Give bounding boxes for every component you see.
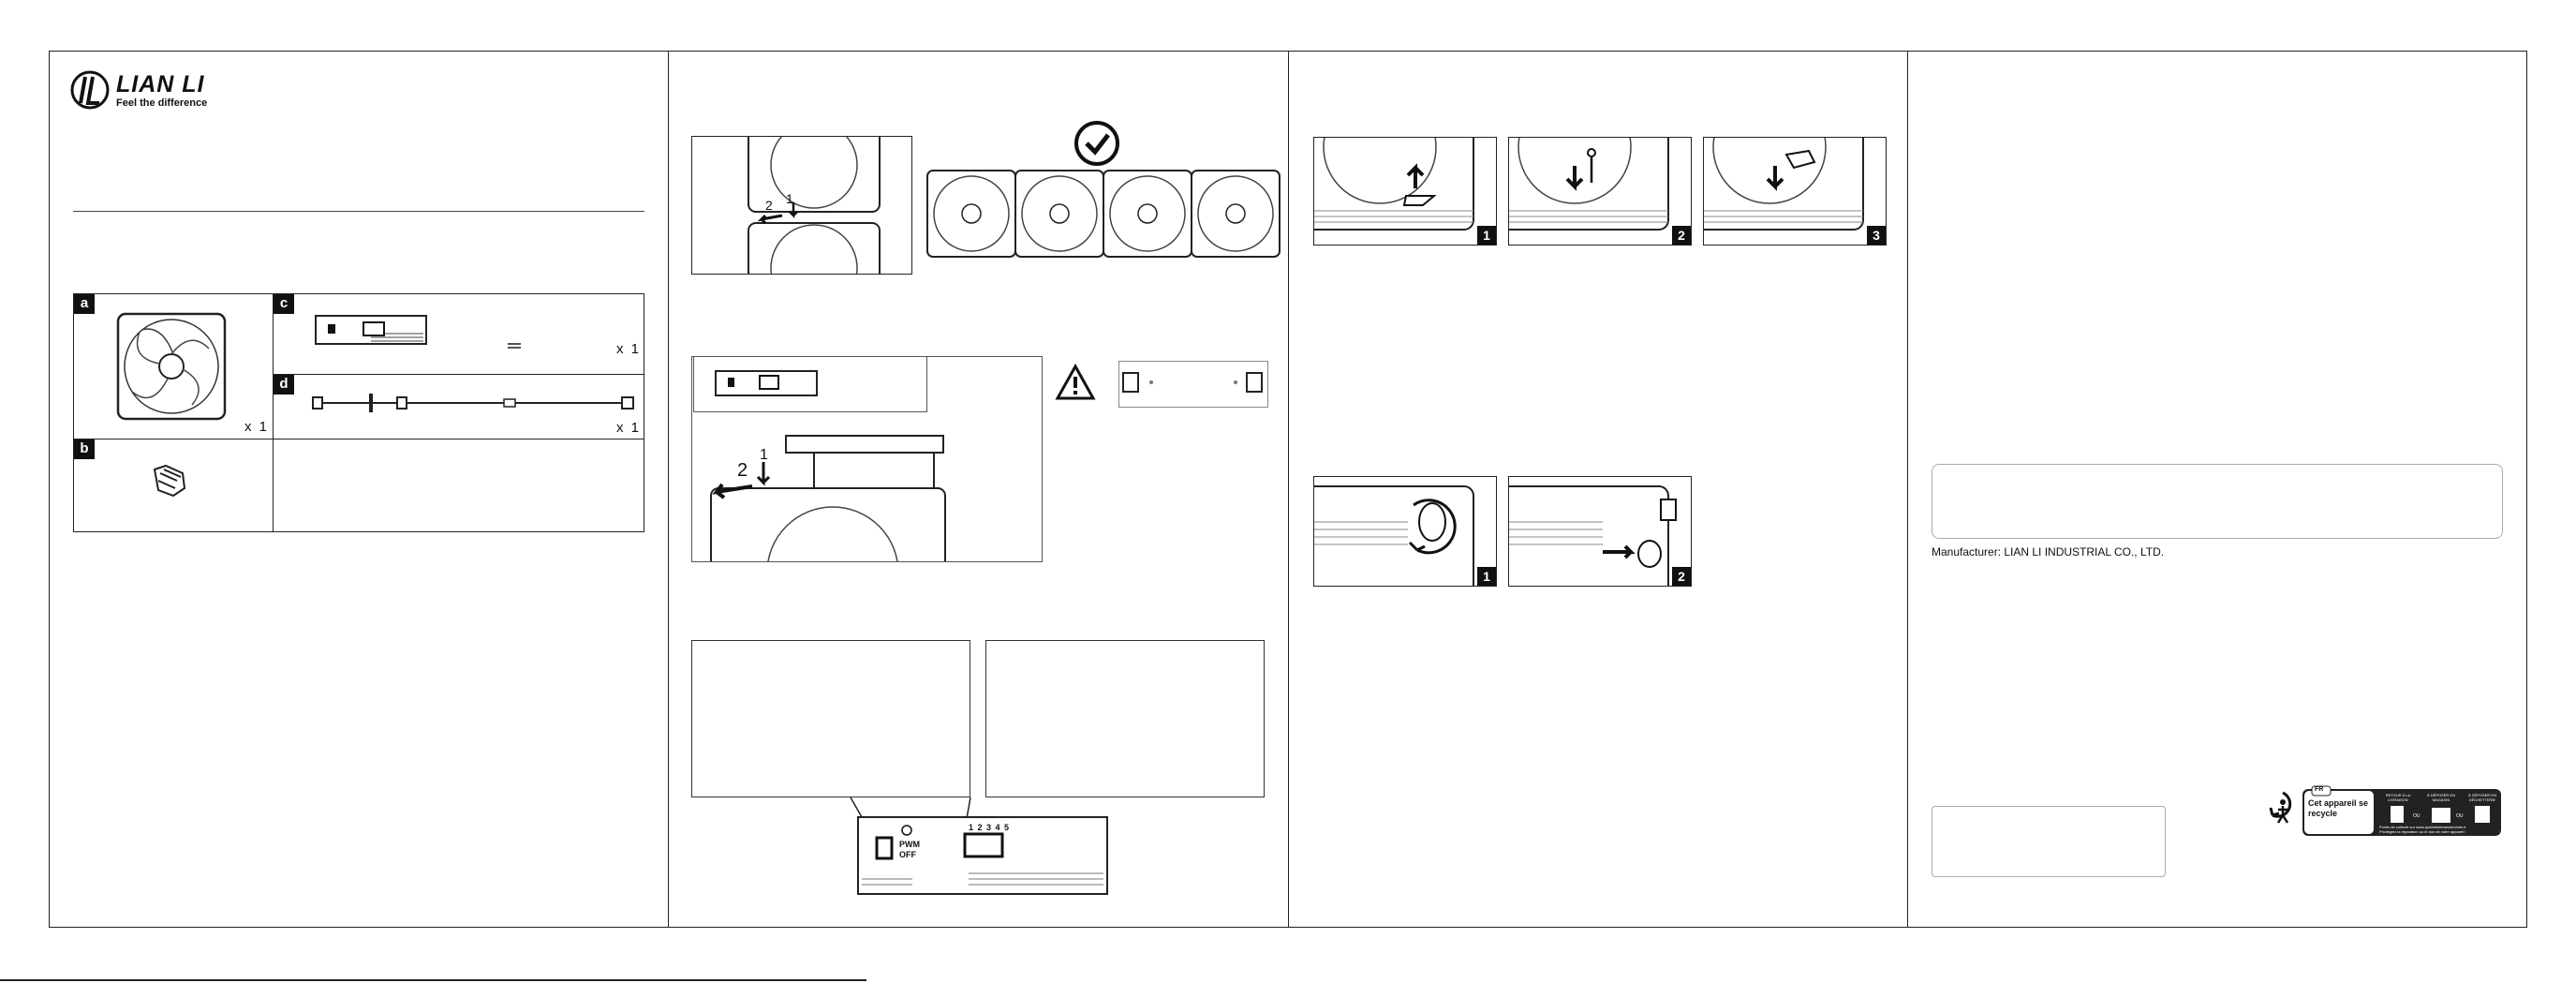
hub-arrow-label-2: 2 bbox=[737, 460, 748, 481]
arrow-label-2: 2 bbox=[765, 198, 773, 213]
manufacturer-text: Manufacturer: LIAN LI INDUSTRIAL CO., LT… bbox=[1932, 545, 2165, 559]
part-d-cell: d x 1 bbox=[274, 375, 644, 439]
correct-checkmark-icon bbox=[1074, 121, 1119, 166]
illustration-step-1-remove-cap: 1 bbox=[1313, 137, 1497, 246]
part-b-cell: b bbox=[74, 439, 274, 531]
lian-li-logo: LIAN LI Feel the difference bbox=[69, 69, 247, 112]
part-a-cell: a x 1 bbox=[74, 294, 274, 439]
step-1-tag: 1 bbox=[1477, 226, 1496, 245]
part-c-cell: c x 1 bbox=[274, 294, 644, 375]
notice-box bbox=[1932, 464, 2503, 539]
header-rule bbox=[73, 211, 644, 212]
illustration-step-3-replace-cap: 3 bbox=[1703, 137, 1887, 246]
recycling-main-text: Cet appareil se recycle bbox=[2308, 798, 2369, 818]
part-d-qty: x 1 bbox=[616, 420, 642, 436]
recycling-col-2: À DÉPOSER EN MAGASIN bbox=[2426, 793, 2455, 802]
pwm-description-box bbox=[691, 640, 970, 797]
recycling-ou-1: OU bbox=[2413, 813, 2421, 819]
remove-step-1-tag: 1 bbox=[1477, 567, 1496, 586]
illustration-fan-chain: 2 1 bbox=[691, 136, 912, 275]
switch-label-off: OFF bbox=[899, 850, 916, 859]
illustration-step-2-screw: 2 bbox=[1508, 137, 1692, 246]
controller-hub-icon bbox=[315, 315, 427, 345]
bottom-rule bbox=[0, 979, 866, 981]
recycle-person-icon bbox=[2269, 791, 2292, 824]
chained-fans-icon bbox=[926, 170, 1281, 258]
hub-detail-callout bbox=[693, 356, 927, 412]
triman-recycling-label: FR Cet appareil se recycle RETOUR À LA L… bbox=[2301, 785, 2503, 838]
fan-icon bbox=[116, 312, 227, 421]
parts-list: a x 1 b c x 1 bbox=[73, 293, 644, 532]
warning-icon bbox=[1055, 364, 1096, 400]
logo-tagline: Feel the difference bbox=[116, 97, 208, 109]
usb-symbol-icon bbox=[508, 343, 521, 349]
switch-label-pwm: PWM bbox=[899, 840, 920, 849]
part-c-badge: c bbox=[274, 294, 294, 314]
recycling-col-3: À DÉPOSER EN DÉCHETTERIE bbox=[2467, 793, 2496, 802]
arrow-label-1: 1 bbox=[786, 191, 793, 206]
part-a-qty: x 1 bbox=[244, 419, 270, 435]
column-divider-3 bbox=[1907, 51, 1908, 928]
cable-icon bbox=[312, 394, 634, 412]
recycling-col-1: RETOUR À LA LIVRAISON bbox=[2385, 793, 2411, 802]
lian-li-mark-icon bbox=[70, 70, 110, 110]
step-2-tag: 2 bbox=[1672, 226, 1691, 245]
part-d-badge: d bbox=[274, 375, 294, 395]
recycling-badge: FR bbox=[2315, 786, 2324, 793]
column-divider-2 bbox=[1288, 51, 1289, 928]
four-fans-chained bbox=[925, 169, 1281, 259]
hub-detail-icon bbox=[715, 370, 818, 396]
switch-positions: 1 2 3 4 5 bbox=[969, 823, 1011, 832]
part-a-badge: a bbox=[74, 294, 95, 314]
recycling-footnote-1: Points de collecte sur www.quefairedemes… bbox=[2379, 825, 2466, 829]
part-b-badge: b bbox=[74, 439, 95, 459]
column-divider-1 bbox=[668, 51, 669, 928]
part-c-qty: x 1 bbox=[616, 341, 642, 357]
illustration-remove-step-2: 2 bbox=[1508, 476, 1692, 587]
step-3-tag: 3 bbox=[1867, 226, 1886, 245]
mode-description-box bbox=[985, 640, 1265, 797]
remove-step-2-tag: 2 bbox=[1672, 567, 1691, 586]
logo-name: LIAN LI bbox=[116, 71, 205, 97]
label-box bbox=[1932, 806, 2166, 877]
recycling-footnote-2: Privilégiez la réparation ou le don de v… bbox=[2379, 829, 2466, 834]
illustration-remove-step-1: 1 bbox=[1313, 476, 1497, 587]
hub-switch-closeup: PWM OFF 1 2 3 4 5 bbox=[856, 815, 1109, 896]
hub-arrow-label-1: 1 bbox=[760, 447, 768, 463]
recycling-ou-2: OU bbox=[2456, 813, 2464, 819]
screw-icon bbox=[153, 464, 186, 498]
hub-bottom-view bbox=[1118, 361, 1268, 408]
